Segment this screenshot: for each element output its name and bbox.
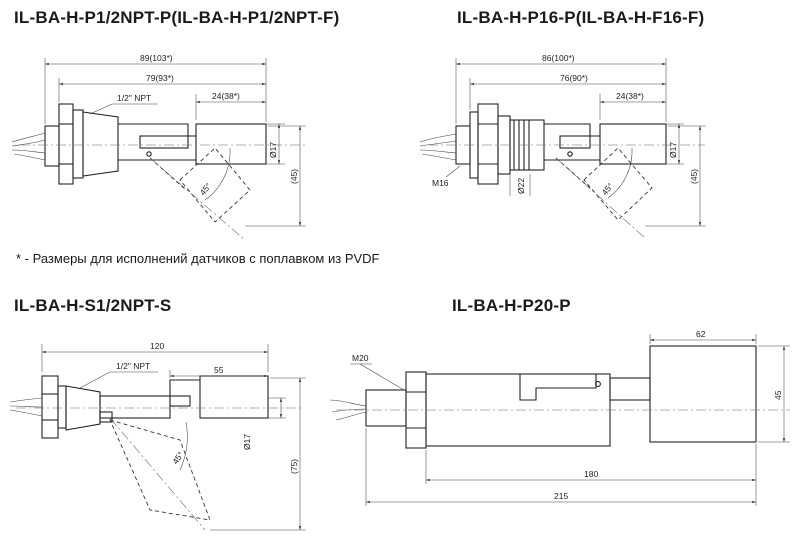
title-drawing-4: IL-BA-H-P20-P <box>452 296 571 315</box>
title-drawing-3: IL-BA-H-S1/2NPT-S <box>14 296 172 315</box>
d2-dim-total: 86(100*) <box>542 53 575 63</box>
d1-thread: 1/2" NPT <box>117 93 151 103</box>
d4-height: 45 <box>773 390 783 400</box>
d1-dim-total: 89(103*) <box>140 53 173 63</box>
drawing-1: 45° 89(103*) 79(93*) 24(38*) 1/2" NPT Ø1… <box>11 53 306 241</box>
d2-thread: M16 <box>432 178 449 188</box>
d4-thread: M20 <box>352 353 369 363</box>
d3-dim-total: 120 <box>150 341 164 351</box>
d2-dim-float: 24(38*) <box>616 91 644 101</box>
d3-dim-float: 55 <box>214 365 224 375</box>
d2-height: (45) <box>689 169 699 184</box>
d2-dim-mid: 76(90*) <box>560 73 588 83</box>
d4-dim-mid: 180 <box>584 469 598 479</box>
title-drawing-1: IL-BA-H-P1/2NPT-P(IL-BA-H-P1/2NPT-F) <box>14 8 340 27</box>
d4-dim-total: 215 <box>554 491 568 501</box>
d3-height: (75) <box>289 459 299 474</box>
pvdf-footnote: * - Размеры для исполнений датчиков с по… <box>16 251 380 266</box>
d3-diameter: Ø17 <box>242 434 252 450</box>
d2-fitting-diameter: Ø22 <box>516 178 526 194</box>
d1-diameter: Ø17 <box>268 142 278 158</box>
d2-diameter: Ø17 <box>668 142 678 158</box>
d3-thread: 1/2" NPT <box>116 361 150 371</box>
d2-angle: 45° <box>599 181 615 197</box>
drawing-3: 45° 120 55 1/2" NPT Ø17 (75) <box>9 341 306 531</box>
drawing-2: 45° 86(100*) 76(90*) 24(38*) M16 Ø22 Ø17… <box>419 53 706 239</box>
d1-dim-mid: 79(93*) <box>146 73 174 83</box>
d1-height: (45) <box>289 169 299 184</box>
title-drawing-2: IL-BA-H-P16-P(IL-BA-H-F16-F) <box>457 8 705 27</box>
d3-angle: 45° <box>170 450 186 466</box>
d1-dim-float: 24(38*) <box>212 91 240 101</box>
drawing-4: M20 62 45 180 215 <box>329 329 790 506</box>
d4-dim-float: 62 <box>696 329 706 339</box>
